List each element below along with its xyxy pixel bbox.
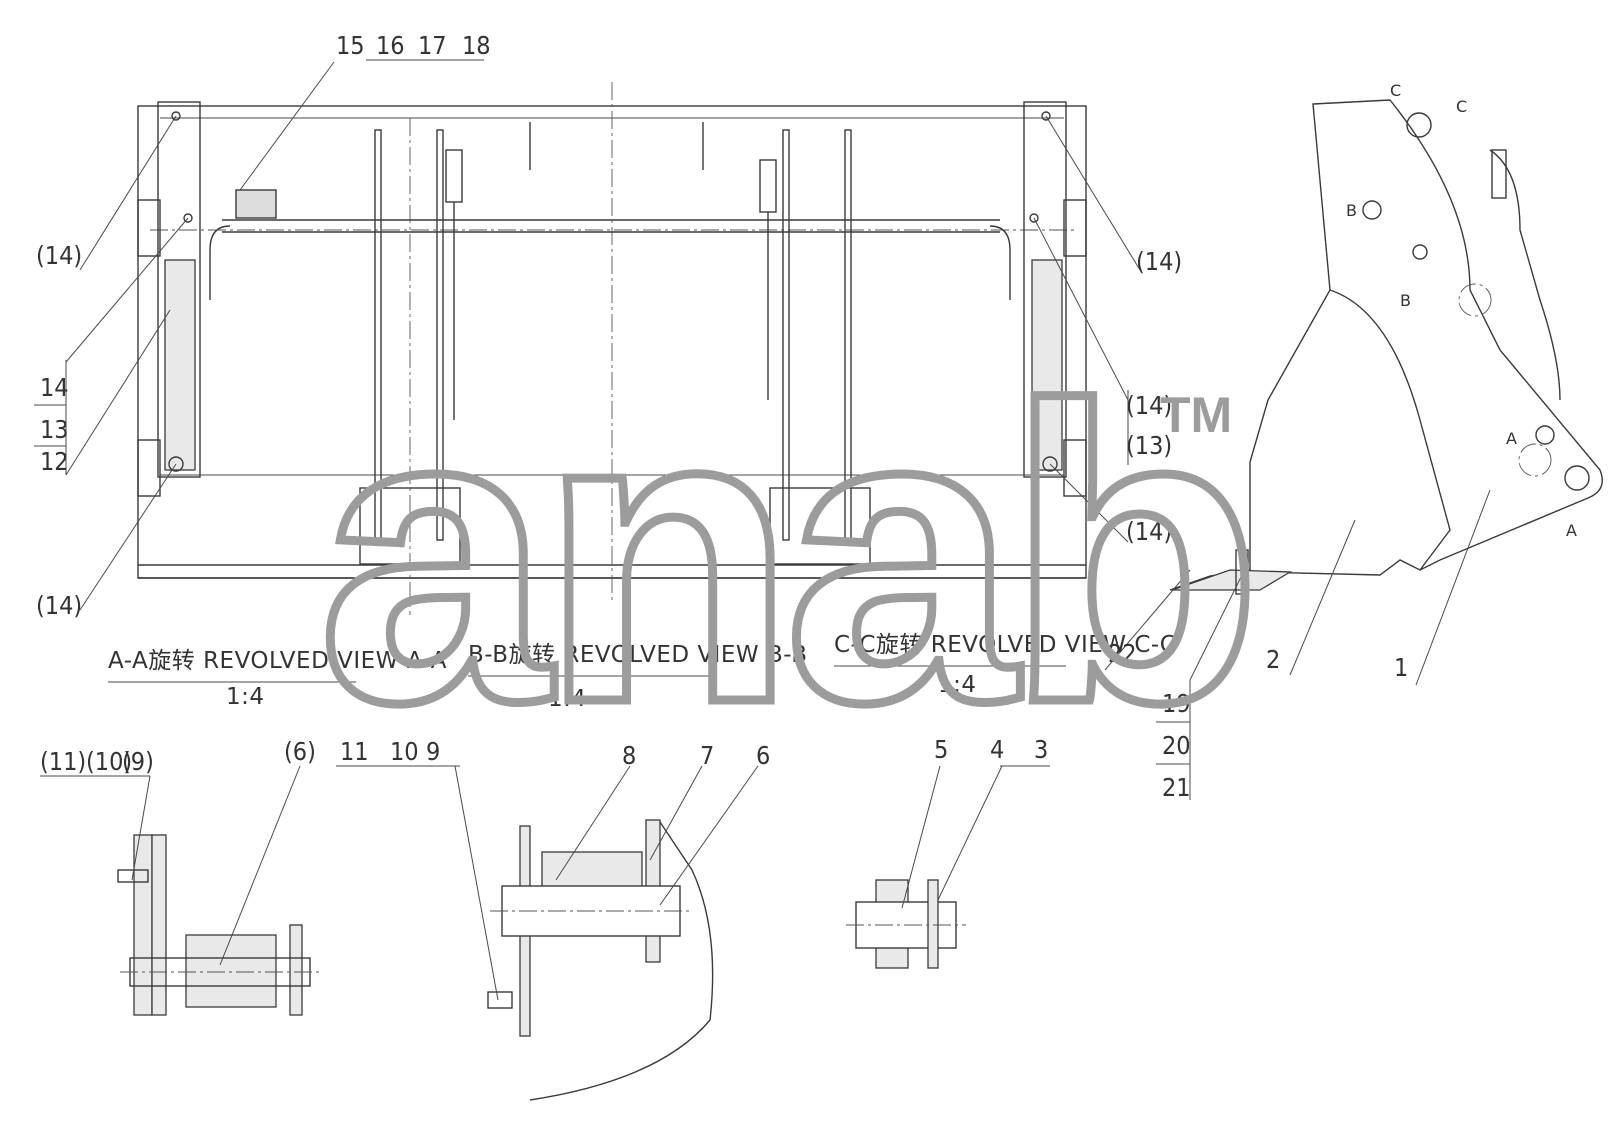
- callout-b-7: 7: [700, 741, 714, 770]
- callout-a-11-paren: (11): [40, 747, 86, 776]
- callout-left-14: 14: [40, 373, 69, 402]
- callout-right-14-paren-bottom: (14): [1126, 517, 1172, 546]
- view-b-scale: 1:4: [548, 686, 587, 712]
- callout-19: 19: [1162, 689, 1191, 718]
- callout-left-12: 12: [40, 447, 69, 476]
- callout-right-13-paren: (13): [1126, 431, 1172, 460]
- callout-left-14-paren-bottom: (14): [36, 591, 82, 620]
- section-mark-a-top: A: [1506, 429, 1517, 448]
- view-a-scale: 1:4: [226, 684, 265, 710]
- callout-16: 16: [376, 31, 405, 60]
- callout-a-6-paren: (6): [284, 737, 316, 766]
- callout-22: 22: [1108, 639, 1137, 668]
- leader-lines: [34, 59, 1491, 1001]
- section-a-detail: [117, 834, 322, 1016]
- view-b-title: B-B旋转 REVOLVED VIEW B-B: [468, 642, 808, 668]
- callout-labels: 15 16 17 18 (14) 14 13 12 (14) (14) (14)…: [36, 31, 1577, 802]
- callout-b-10: 10: [390, 737, 419, 766]
- callout-c-5: 5: [934, 735, 948, 764]
- callout-18: 18: [462, 31, 491, 60]
- side-view: [1169, 99, 1603, 595]
- callout-17: 17: [418, 31, 447, 60]
- callout-1: 1: [1394, 653, 1408, 682]
- callout-c-3: 3: [1034, 735, 1048, 764]
- view-a-title: A-A旋转 REVOLVED VIEW A-A: [108, 648, 447, 674]
- callout-2: 2: [1266, 645, 1280, 674]
- callout-b-9: 9: [426, 737, 440, 766]
- callout-left-14-paren-top: (14): [36, 241, 82, 270]
- watermark-tm: TM: [1160, 387, 1232, 443]
- section-mark-b-top: B: [1346, 201, 1357, 220]
- callout-20: 20: [1162, 731, 1191, 760]
- callout-a-10-paren: (10): [86, 747, 132, 776]
- callout-c-4: 4: [990, 735, 1004, 764]
- section-mark-c-right: C: [1456, 97, 1467, 116]
- watermark-logo: anab: [318, 321, 1250, 790]
- section-c-detail: [846, 879, 966, 969]
- view-c-title: C-C旋转 REVOLVED VIEW C-C: [834, 632, 1176, 658]
- watermark: anab TM: [314, 317, 1267, 795]
- callout-15: 15: [336, 31, 365, 60]
- callout-b-6: 6: [756, 741, 770, 770]
- callout-left-13: 13: [40, 415, 69, 444]
- view-titles: A-A旋转 REVOLVED VIEW A-A 1:4 B-B旋转 REVOLV…: [108, 632, 1176, 712]
- callout-right-14-paren-mid: (14): [1126, 391, 1172, 420]
- callout-a-9-paren: (9): [122, 747, 154, 776]
- section-mark-a-bottom: A: [1566, 521, 1577, 540]
- callout-right-14-paren-top: (14): [1136, 247, 1182, 276]
- section-mark-c-left: C: [1390, 81, 1401, 100]
- view-c-scale: 1:4: [938, 672, 977, 698]
- callout-b-8: 8: [622, 741, 636, 770]
- section-b-detail: [487, 819, 714, 1101]
- front-view: [137, 82, 1087, 615]
- section-mark-b-bottom: B: [1400, 291, 1411, 310]
- callout-b-11: 11: [340, 737, 369, 766]
- callout-21: 21: [1162, 773, 1191, 802]
